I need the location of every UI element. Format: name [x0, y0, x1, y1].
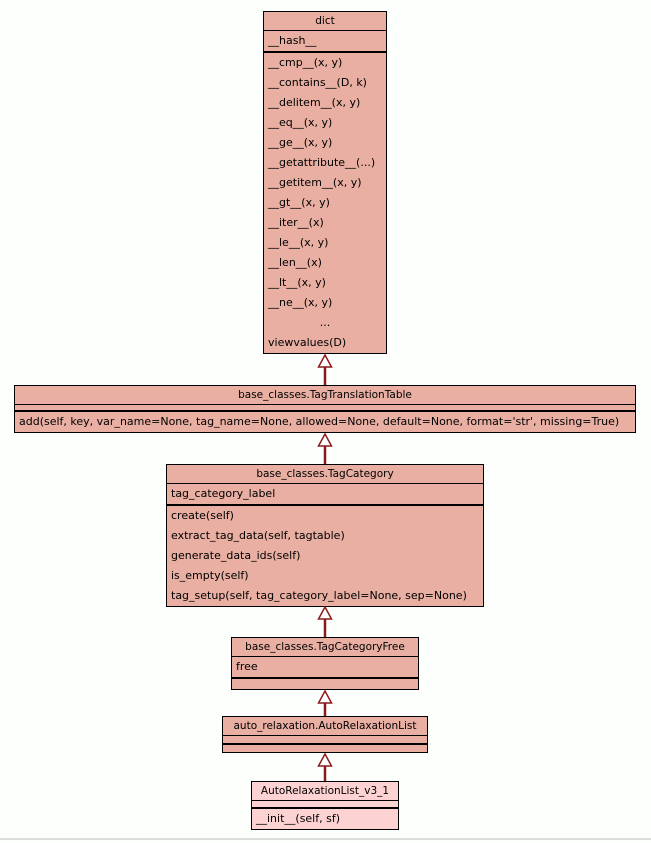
- attributes-section: tag_category_label: [167, 484, 483, 506]
- page-bottom-rule: [0, 838, 651, 840]
- method-viewvalues: viewvalues(D): [268, 336, 347, 349]
- method-tag-setup: tag_setup(self, tag_category_label=None,…: [171, 589, 467, 602]
- class-box-dict: dict __hash__ __cmp__(x, y) __contains__…: [263, 11, 387, 354]
- attributes-section: free: [232, 657, 418, 679]
- methods-section: __cmp__(x, y) __contains__(D, k) __delit…: [264, 53, 386, 353]
- attributes-section: __hash__: [264, 31, 386, 53]
- method-ne: __ne__(x, y): [268, 296, 333, 309]
- attribute-free: free: [236, 660, 258, 673]
- class-box-tagcategoryfree: base_classes.TagCategoryFree free: [231, 637, 419, 690]
- method-getattribute: __getattribute__(...): [268, 156, 376, 169]
- methods-section-empty: [223, 745, 427, 752]
- method-getitem: __getitem__(x, y): [268, 176, 362, 189]
- class-box-tagtranslationtable: base_classes.TagTranslationTable add(sel…: [14, 385, 636, 433]
- method-delitem: __delitem__(x, y): [268, 96, 361, 109]
- attributes-section-empty: [252, 801, 398, 809]
- method-lt: __lt__(x, y): [268, 276, 326, 289]
- class-box-tagcategory: base_classes.TagCategory tag_category_la…: [166, 464, 484, 607]
- method-cmp: __cmp__(x, y): [268, 56, 343, 69]
- methods-section: __init__(self, sf): [252, 809, 398, 829]
- class-name-dict: dict: [264, 12, 386, 31]
- attributes-section-empty: [223, 736, 427, 745]
- method-eq: __eq__(x, y): [268, 116, 333, 129]
- attribute-hash: __hash__: [268, 34, 317, 47]
- methods-section: create(self) extract_tag_data(self, tagt…: [167, 506, 483, 606]
- method-le: __le__(x, y): [268, 236, 329, 249]
- methods-section-empty: [232, 679, 418, 689]
- method-create: create(self): [171, 509, 234, 522]
- method-generate-data-ids: generate_data_ids(self): [171, 549, 301, 562]
- methods-section: add(self, key, var_name=None, tag_name=N…: [15, 412, 635, 432]
- inheritance-arrow-autorelaxationlist-to-tagcategoryfree: [317, 690, 333, 716]
- inheritance-arrow-tagtranslationtable-to-dict: [317, 354, 333, 385]
- method-add: add(self, key, var_name=None, tag_name=N…: [19, 415, 620, 428]
- method-contains: __contains__(D, k): [268, 76, 367, 89]
- method-init: __init__(self, sf): [256, 812, 341, 825]
- class-name-tagtranslationtable: base_classes.TagTranslationTable: [15, 386, 635, 405]
- method-ge: __ge__(x, y): [268, 136, 333, 149]
- class-name-autorelaxationlist: auto_relaxation.AutoRelaxationList: [223, 717, 427, 736]
- class-box-autorelaxationlist: auto_relaxation.AutoRelaxationList: [222, 716, 428, 753]
- inheritance-arrow-v3-1-to-autorelaxationlist: [317, 753, 333, 781]
- method-len: __len__(x): [268, 256, 322, 269]
- attributes-section-empty: [15, 405, 635, 412]
- method-gt: __gt__(x, y): [268, 196, 330, 209]
- method-iter: __iter__(x): [268, 216, 324, 229]
- method-extract-tag-data: extract_tag_data(self, tagtable): [171, 529, 345, 542]
- method-ellipsis: ...: [319, 316, 331, 329]
- class-name-autorelaxationlist-v3-1: AutoRelaxationList_v3_1: [252, 782, 398, 801]
- class-name-tagcategoryfree: base_classes.TagCategoryFree: [232, 638, 418, 657]
- method-is-empty: is_empty(self): [171, 569, 249, 582]
- class-name-tagcategory: base_classes.TagCategory: [167, 465, 483, 484]
- inheritance-arrow-tagcategoryfree-to-tagcategory: [317, 606, 333, 637]
- inheritance-arrow-tagcategory-to-tagtranslationtable: [317, 433, 333, 464]
- attribute-tag-category-label: tag_category_label: [171, 487, 276, 500]
- class-box-autorelaxationlist-v3-1: AutoRelaxationList_v3_1 __init__(self, s…: [251, 781, 399, 830]
